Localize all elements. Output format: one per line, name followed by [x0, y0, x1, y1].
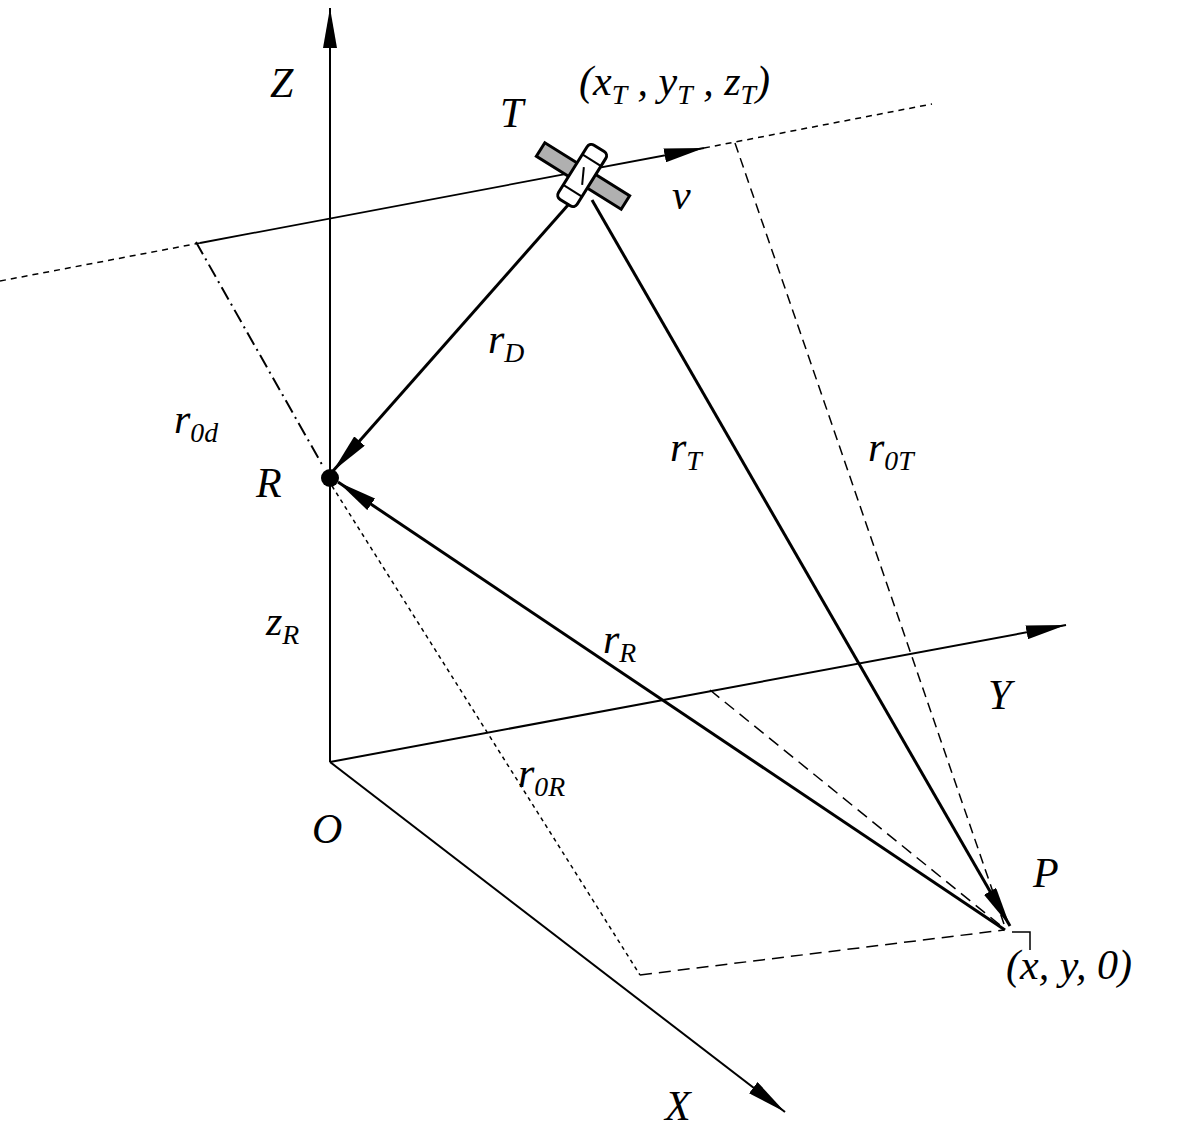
range-label: r0R	[516, 750, 567, 796]
trajectory-line	[0, 243, 200, 281]
point-label: T	[498, 90, 525, 136]
height-label: zR	[264, 598, 301, 644]
point-label: R	[254, 460, 284, 506]
range-label: r0d	[172, 396, 220, 442]
range-label: r0T	[866, 424, 916, 470]
projection-line	[710, 690, 1000, 925]
projection-line	[640, 930, 1004, 975]
origin-label: O	[310, 806, 344, 852]
coordinate-label: (xT , yT , zT)	[577, 58, 772, 104]
point-label: P	[1031, 850, 1061, 896]
receiver-range-line	[332, 486, 640, 975]
range-label: rR	[601, 616, 638, 662]
satellite-icon	[524, 122, 643, 229]
transmit-range-arrow	[592, 200, 1010, 926]
y-axis	[330, 625, 1066, 762]
axis-label: Y	[986, 672, 1013, 718]
velocity-label: v	[670, 172, 693, 218]
z-axis	[329, 8, 331, 762]
trajectory-line	[704, 104, 932, 148]
direct-path-arrow	[333, 196, 576, 471]
closest-range-line	[735, 143, 1004, 924]
axis-label: X	[663, 1083, 693, 1129]
x-axis	[330, 762, 785, 1112]
receive-range-arrow	[338, 482, 1005, 930]
coordinate-label: (x, y, 0)	[1004, 942, 1134, 988]
range-label: rD	[486, 316, 526, 362]
receiver-dot	[321, 469, 339, 487]
axis-label: Z	[268, 60, 295, 106]
range-label: rT	[668, 424, 704, 470]
